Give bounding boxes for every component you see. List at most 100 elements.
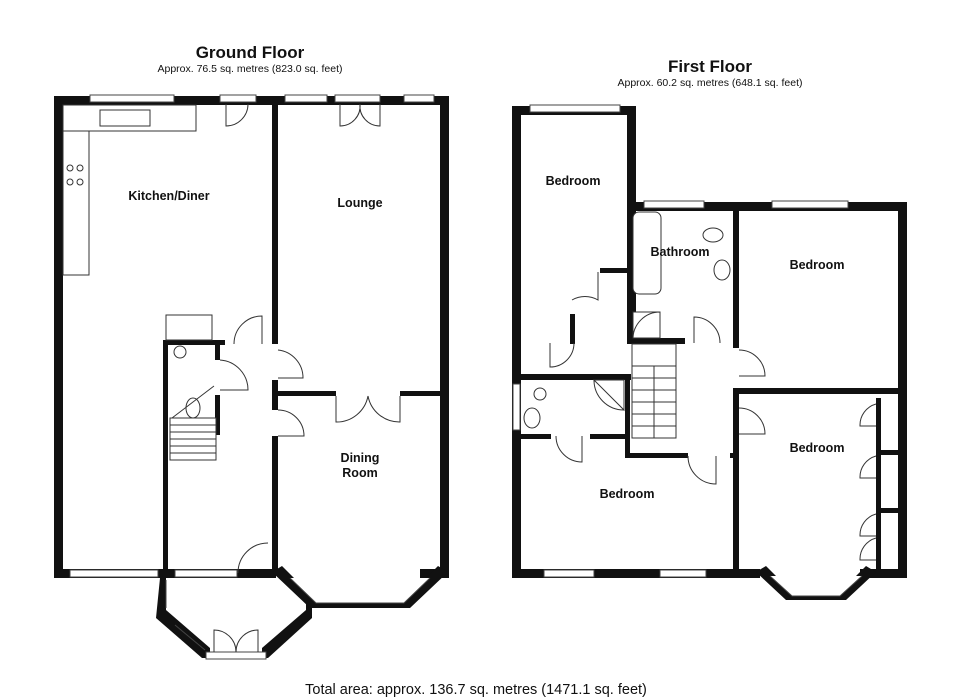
front-door-swing	[213, 629, 259, 653]
first-south-wall-right	[860, 569, 907, 578]
room-label-dining-room: Room	[342, 466, 377, 480]
shower-south-wall-left	[521, 434, 551, 439]
bathroom-west-wall	[627, 208, 632, 343]
bedroom3-window-right	[659, 569, 707, 578]
dining-bay-glazing	[289, 577, 431, 604]
shower-north-wall	[521, 374, 631, 380]
stair-side-wall	[215, 395, 220, 435]
porch-left-wall	[156, 578, 210, 658]
porch-windows	[165, 580, 206, 651]
first-floor-stairs	[631, 343, 677, 439]
shower-room-toilet	[533, 387, 547, 401]
hob-ring	[66, 178, 74, 186]
room-label-kitchen-diner: Kitchen/Diner	[128, 189, 209, 203]
bedroom4-bay-wall	[756, 566, 876, 600]
wc-top-wall	[163, 340, 225, 345]
total-area-caption: Total area: approx. 136.7 sq. metres (14…	[305, 682, 647, 698]
shower-room-door-swing	[555, 435, 583, 463]
front-hall-door-swing	[237, 542, 269, 574]
hall-cupboard	[165, 314, 213, 341]
lounge-window-right	[403, 94, 435, 103]
room-label-bedroom-4: Bedroom	[790, 441, 845, 455]
lounge-dining-wall-right	[400, 391, 442, 396]
bath-bed2-wall	[733, 208, 739, 348]
landing-bed4-wall	[733, 388, 739, 572]
room-label-bedroom-2: Bedroom	[790, 258, 845, 272]
kitchen-window	[89, 94, 175, 103]
shower-room-basin	[523, 407, 541, 429]
kitchen-side-worktop	[62, 130, 90, 276]
ground-stairs	[169, 385, 217, 461]
ground-floor-area: Approx. 76.5 sq. metres (823.0 sq. feet)	[157, 63, 342, 75]
wardrobe-divider	[876, 450, 900, 455]
kitchen-lounge-wall	[272, 96, 278, 344]
bed1-cupboard-side	[570, 314, 575, 344]
bathroom-window	[643, 200, 705, 209]
room-label-bedroom-3: Bedroom	[600, 487, 655, 501]
bathroom-basin	[713, 259, 731, 281]
wc-side-wall	[215, 340, 220, 360]
lounge-french-doors	[334, 94, 381, 103]
kitchen-back-door	[219, 94, 257, 103]
wardrobe-doors	[859, 403, 877, 561]
bedroom3-window-left	[543, 569, 595, 578]
bedroom1-door-swing	[549, 342, 575, 368]
shower-east-wall	[625, 376, 630, 458]
wc-toilet	[185, 397, 201, 419]
room-label-lounge: Lounge	[337, 196, 382, 210]
shower-tray	[632, 311, 661, 339]
bathtub	[632, 211, 662, 295]
first-floor-area: Approx. 60.2 sq. metres (648.1 sq. feet)	[617, 77, 802, 89]
bed3-north-wall-right	[730, 453, 738, 458]
hall-dining-wall	[272, 436, 278, 570]
wardrobe-divider	[876, 508, 900, 513]
front-door	[205, 651, 267, 660]
kitchen-front-window	[69, 569, 159, 578]
hob-ring	[76, 164, 84, 172]
first-floor-plan	[512, 104, 907, 600]
kitchen-hall-wall	[163, 340, 168, 572]
bedroom2-window	[771, 200, 849, 209]
hob-ring	[66, 164, 74, 172]
hall-lounge-wall	[272, 380, 278, 410]
bathroom-south-wall	[627, 338, 685, 344]
room-label-bathroom: Bathroom	[650, 245, 709, 259]
kitchen-door-swing	[233, 315, 263, 345]
first-south-wall	[512, 569, 760, 578]
bed2-bed4-wall	[733, 388, 905, 394]
room-label-dining: Dining	[341, 451, 380, 465]
bathroom-toilet	[702, 227, 724, 243]
room-label-bedroom-1: Bedroom	[546, 174, 601, 188]
shower-room-window	[512, 383, 521, 431]
first-floor-title: First Floor	[668, 57, 752, 76]
hall-front-window	[174, 569, 238, 578]
lounge-dining-wall-left	[278, 391, 336, 396]
ground-west-wall	[54, 96, 63, 578]
first-north-wall	[627, 202, 907, 211]
shower-room-shower	[592, 379, 625, 412]
bedroom2-door-swing	[738, 349, 766, 377]
first-west-wall	[512, 106, 521, 578]
wc-basin	[173, 345, 187, 359]
bedroom4-door-swing	[738, 407, 766, 435]
shower-south-wall	[590, 434, 630, 439]
bedroom1-window	[529, 104, 621, 113]
bed1-cupboard-door	[571, 272, 599, 301]
lounge-window-left	[284, 94, 328, 103]
ground-east-wall	[440, 96, 449, 578]
bed1-cupboard-wall	[600, 268, 628, 273]
dining-double-doors	[335, 395, 401, 423]
bedroom3-door-swing	[687, 455, 717, 485]
wardrobe-wall	[876, 398, 881, 570]
kitchen-sink	[99, 109, 151, 127]
lounge-door-swing	[277, 349, 304, 379]
french-doors-swing	[339, 103, 381, 127]
ground-floor-plan	[54, 94, 449, 660]
wc-door-swing	[219, 359, 249, 391]
back-door-swing	[225, 103, 249, 127]
bedroom4-bay-glazing	[769, 575, 863, 597]
dining-door-swing	[277, 409, 305, 437]
ground-floor-title: Ground Floor	[196, 43, 305, 62]
bed3-north-wall	[628, 453, 688, 458]
